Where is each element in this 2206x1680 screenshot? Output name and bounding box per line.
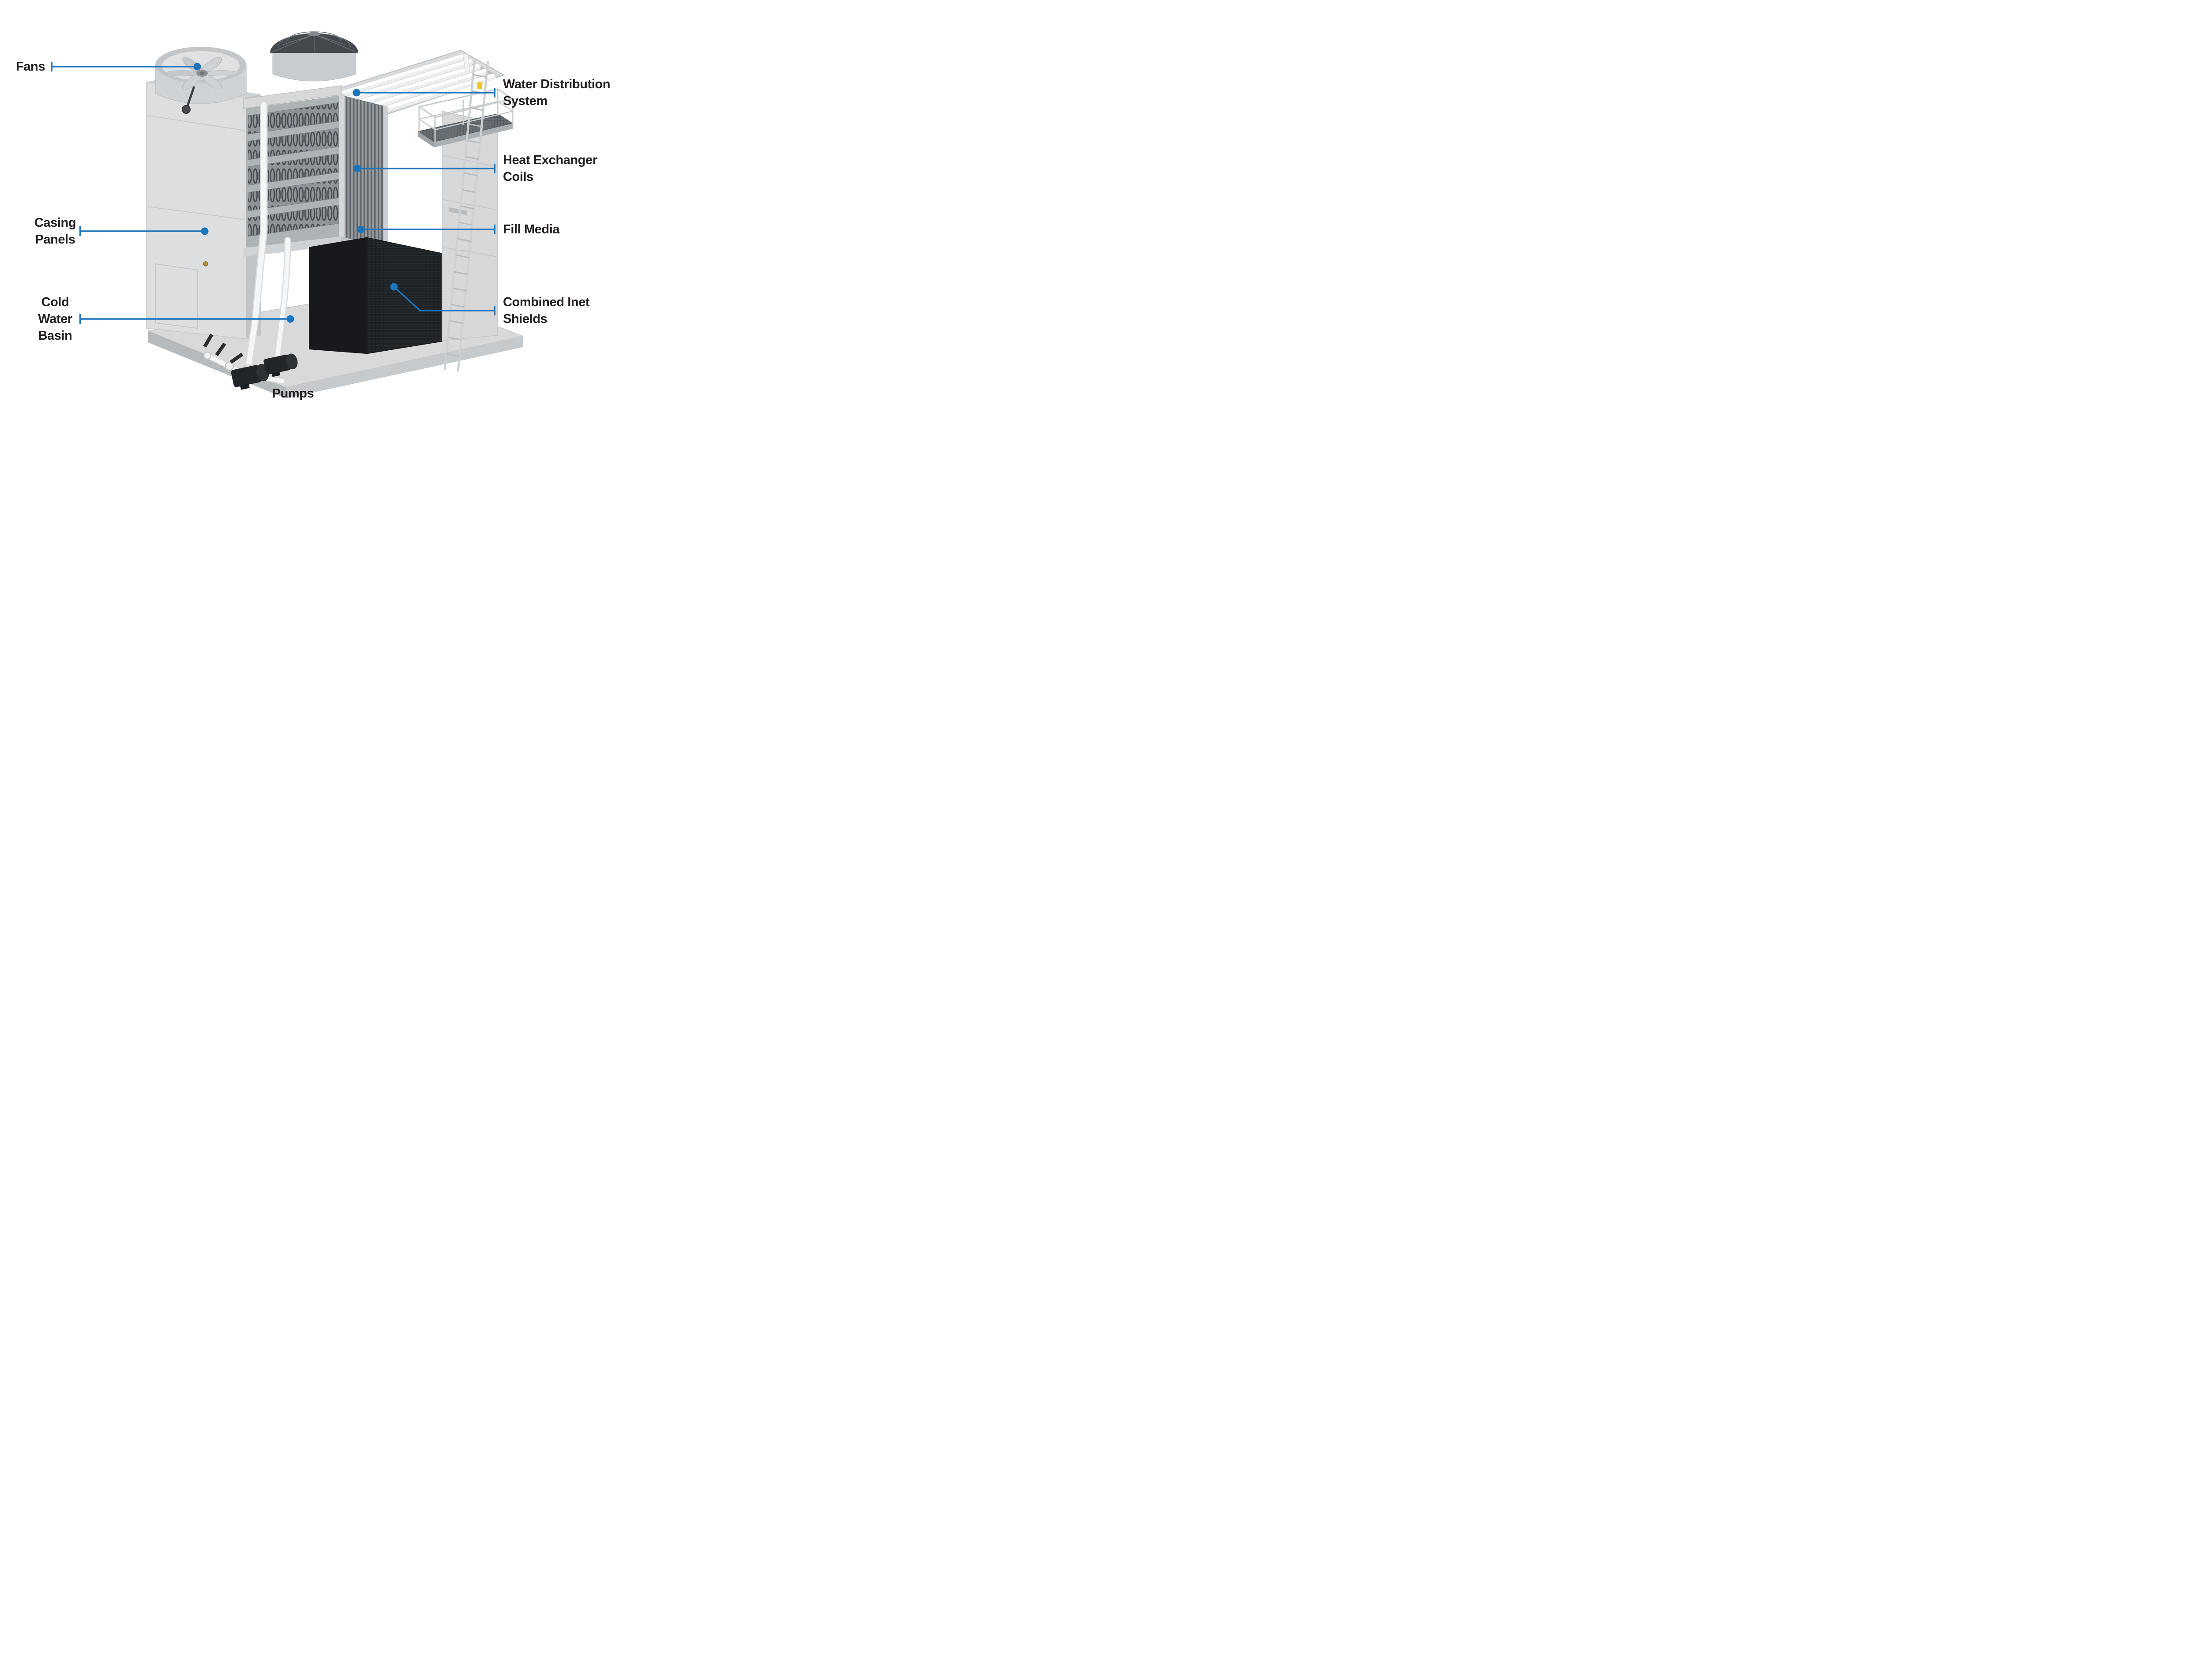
marker-dot-fans: [193, 63, 201, 71]
leader-lines: [51, 62, 495, 324]
label-water-distribution-system: Water Distribution System: [503, 76, 610, 109]
label-wds-line: System: [503, 94, 548, 108]
pump-unit: [263, 353, 298, 377]
pumps-and-piping-part: [203, 101, 298, 390]
label-hec-line: Heat Exchanger: [503, 153, 597, 167]
label-hec-line: Coils: [503, 170, 533, 184]
fan-guard-dome: [270, 31, 359, 82]
heat-exchanger-part: [243, 85, 388, 257]
label-heat-exchanger-coils: Heat Exchanger Coils: [503, 152, 597, 185]
leader-cold-water-basin: [79, 314, 294, 324]
label-wds-line: Water Distribution: [503, 77, 611, 91]
leader-water-distribution: [353, 88, 495, 98]
label-cwb-line: Cold: [41, 295, 69, 309]
leader-combined-inlet-shields: [390, 283, 495, 315]
warning-sticker-icon: [477, 82, 483, 90]
label-fans: Fans: [16, 58, 45, 75]
label-cwb-line: Water: [38, 312, 72, 326]
label-casing-panels: Casing Panels: [18, 214, 93, 248]
marker-dot-cold-water-basin: [286, 315, 294, 323]
fan-assembly: [155, 47, 247, 114]
leader-casing-panels: [79, 226, 209, 236]
label-fill-media: Fill Media: [503, 221, 560, 238]
label-cis-line: Shields: [503, 312, 548, 326]
casing-panels-part: [146, 79, 261, 339]
leader-fill-media: [357, 225, 495, 234]
fill-media-part: [309, 237, 443, 354]
label-casing-line: Panels: [35, 232, 75, 247]
marker-dot-casing-panels: [201, 227, 209, 235]
marker-dot-water-distribution: [353, 89, 360, 97]
marker-dot-combined-inlet-shields: [390, 283, 398, 291]
label-pumps-line: Pumps: [272, 386, 314, 401]
label-fans-line: Fans: [16, 60, 45, 74]
label-fill-line: Fill Media: [503, 222, 560, 236]
marker-dot-heat-exchanger: [353, 165, 361, 172]
label-cwb-line: Basin: [38, 329, 72, 343]
label-cold-water-basin: Cold Water Basin: [18, 294, 93, 344]
leader-fans: [51, 62, 201, 71]
brass-valve-icon: [203, 261, 208, 266]
label-combined-inlet-shields: Combined Inet Shields: [503, 294, 590, 327]
marker-dot-fill-media: [357, 225, 365, 233]
access-ladder: [443, 53, 489, 372]
leader-heat-exchanger: [353, 164, 495, 173]
fan-blades-icon: [165, 57, 239, 90]
label-casing-line: Casing: [34, 216, 76, 230]
cooling-tower-illustration: [51, 31, 524, 398]
label-cis-line: Combined Inet: [503, 295, 590, 309]
diagram-canvas: Fans Water Distribution System Heat Exch…: [0, 0, 636, 420]
label-pumps: Pumps: [260, 385, 326, 402]
